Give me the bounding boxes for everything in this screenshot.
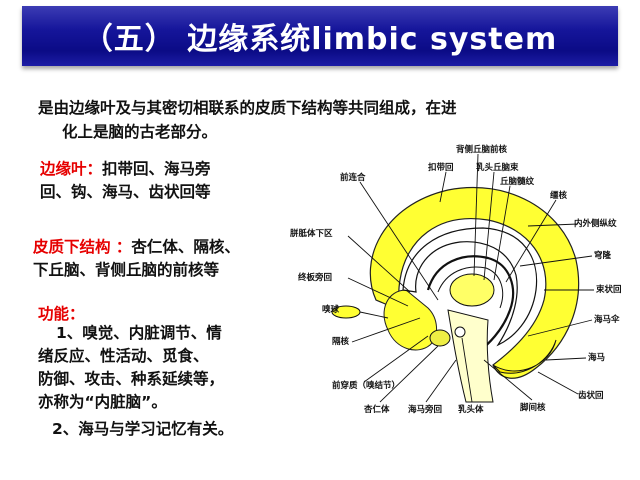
label-habenula: 缰核 — [550, 190, 568, 201]
label-anterior-perforated: 前穿质（嗅结节） — [332, 380, 400, 391]
corpus-callosum-arc — [402, 227, 538, 347]
intro-line-1: 是由边缘叶及与其密切相联系的皮质下结构等共同组成，在进 — [38, 99, 457, 117]
amygdala-shape — [429, 329, 451, 347]
subcortical-text-1: 杏仁体、隔核、 — [131, 238, 240, 256]
mammillary-body-shape — [454, 326, 466, 338]
label-medial-longitudinal-stria: 内外侧纵纹 — [574, 218, 617, 229]
intro-paragraph: 是由边缘叶及与其密切相联系的皮质下结构等共同组成，在进 化上是脑的古老部分。 — [38, 96, 598, 144]
label-mammillothalamic: 乳头丘脑束 — [476, 162, 519, 173]
label-septal-nucleus: 隔核 — [332, 336, 350, 347]
limbic-lobe-block: 边缘叶：扣带回、海马旁 回、钩、海马、齿状回等 — [40, 158, 280, 204]
label-parahippocampal: 海马旁回 — [408, 404, 442, 415]
leader-lines — [347, 153, 594, 403]
label-fimbria: 海马伞 — [594, 314, 620, 325]
limbic-lobe-label: 边缘叶： — [40, 160, 103, 178]
brainstem-shape — [447, 309, 494, 403]
function-item-1-line-1: 1、嗅觉、内脏调节、情 — [56, 324, 222, 342]
label-stria-terminalis: 束状回 — [595, 284, 622, 295]
label-subcallosal: 胼胝体下区 — [290, 228, 333, 239]
limbic-system-diagram: 背侧丘脑前核 扣带回 乳头丘脑束 前连合 丘脑髓纹 缰核 内外侧纵纹 胼胝体下区… — [290, 144, 622, 415]
function-item-1-line-2: 绪反应、性活动、觅食、 — [38, 347, 209, 365]
label-amygdala: 杏仁体 — [364, 404, 390, 415]
frontal-yellow-shape — [383, 289, 437, 351]
subcortical-label: 皮质下结构 ： — [33, 238, 132, 256]
limbic-lobe-text-2: 回、钩、海马、齿状回等 — [40, 183, 211, 201]
function-item-1-line-3: 防御、攻击、种系延续等， — [38, 370, 225, 388]
label-olfactory-bulb: 嗅球 — [322, 304, 340, 315]
label-fornix: 穹隆 — [594, 250, 612, 261]
function-item-1: 1、嗅觉、内脏调节、情 绪反应、性活动、觅食、 防御、攻击、种系延续等， 亦称为… — [38, 322, 288, 414]
label-thalamic-stria: 丘脑髓纹 — [500, 176, 535, 187]
function-label: 功能： — [38, 305, 85, 323]
slide-title: （五） 边缘系统limbic system — [82, 22, 558, 57]
fornix-arc-inner — [437, 266, 504, 309]
function-item-1-line-4: 亦称为“内脏脑”。 — [38, 393, 167, 411]
title-bar: （五） 边缘系统limbic system — [22, 6, 618, 66]
label-hippocampus: 海马 — [588, 352, 605, 363]
label-terminal-gyrus: 终板旁回 — [297, 272, 332, 283]
label-dorsal-thalamus-anterior: 背侧丘脑前核 — [456, 144, 508, 155]
thalamus-shape — [449, 273, 495, 307]
label-mammillary-body: 乳头体 — [458, 404, 484, 415]
label-dentate: 齿状回 — [578, 390, 604, 401]
function-item-2: 2、海马与学习记忆有关。 — [52, 420, 234, 438]
subcortical-block: 皮质下结构 ：杏仁体、隔核、 下丘脑、背侧丘脑的前核等 — [33, 236, 283, 282]
limbic-lobe-text-1: 扣带回、海马旁 — [102, 160, 211, 178]
subcortical-text-2: 下丘脑、背侧丘脑的前核等 — [33, 261, 220, 279]
label-anterior-commissure: 前连合 — [340, 172, 366, 183]
fornix-arc — [426, 255, 515, 353]
intro-line-2: 化上是脑的古老部分。 — [62, 123, 218, 141]
label-cingulate: 扣带回 — [428, 162, 454, 173]
label-interpeduncular: 脚间核 — [520, 402, 546, 413]
hippocampus-shape — [492, 339, 557, 374]
